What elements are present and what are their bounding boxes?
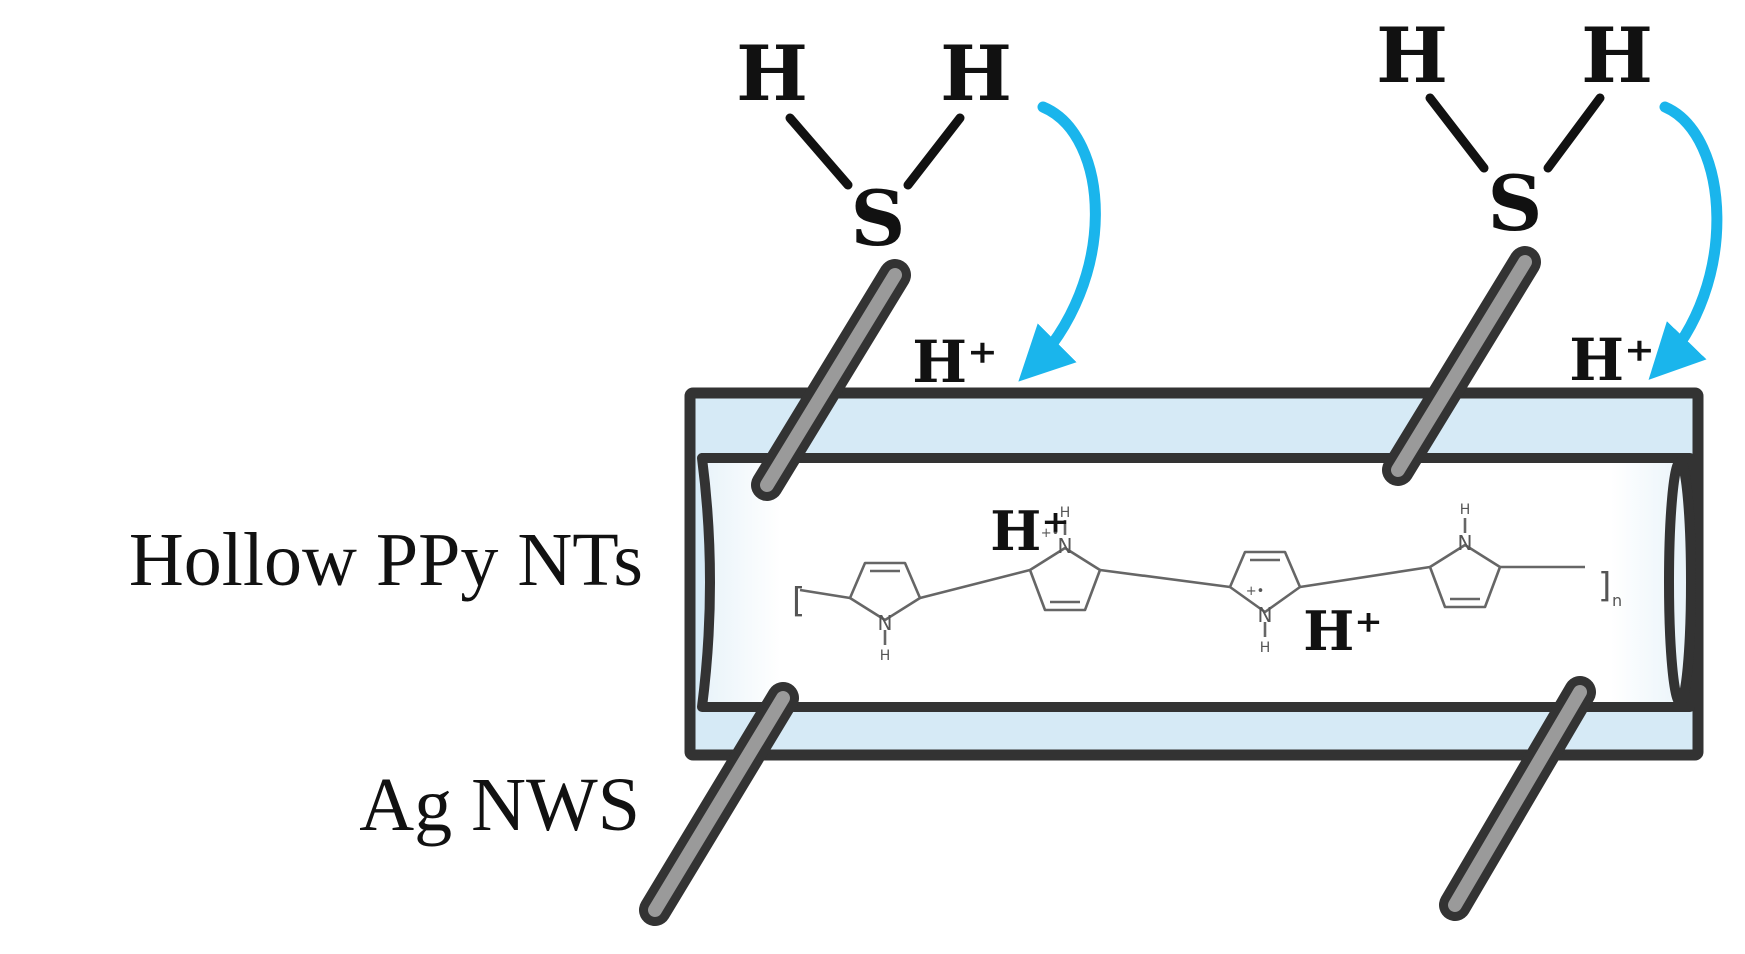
nitrogen-atom: N: [878, 611, 893, 635]
ag-nanowire: [1382, 246, 1541, 486]
hydrogen-atom-small: H: [880, 648, 891, 664]
hydrogen-atom-small: H: [1060, 505, 1071, 521]
h2s-molecule: H H S: [736, 29, 1012, 263]
polymer-bracket-open: [: [792, 581, 805, 621]
ag-nanowire: [639, 682, 799, 926]
polymer-bracket-close: ]: [1598, 566, 1611, 606]
hydrogen-atom-small: H: [1260, 640, 1271, 656]
pyrrole-ring: [1428, 543, 1502, 609]
hollow-ppy-nts-label: Hollow PPy NTs: [129, 518, 643, 602]
sulfur-atom: S: [851, 174, 906, 263]
proton-label: H⁺: [912, 328, 997, 396]
pyrrole-ring: [1228, 550, 1302, 614]
hydrogen-atom: H: [736, 29, 808, 118]
radical-cation-mark: +•: [1246, 584, 1265, 599]
ag-nws-label: Ag NWS: [359, 763, 640, 847]
hydrogen-atom: H: [1376, 11, 1448, 100]
proton-label: H⁺: [990, 499, 1070, 563]
proton-release-arrow: [1018, 101, 1101, 382]
pyrrole-ring: [848, 561, 922, 622]
nitrogen-atom: N: [1258, 603, 1273, 627]
nitrogen-atom: N: [1458, 531, 1473, 555]
hydrogen-atom-small: H: [1460, 502, 1471, 518]
h-s-bond: [1425, 93, 1489, 173]
ag-nanowires: [639, 246, 1596, 926]
nitrogen-atom: N: [1058, 534, 1073, 558]
nanotube-end-opening: [1664, 457, 1696, 707]
hydrogen-atom: H: [1581, 11, 1653, 100]
hollow-ppy-nanotube: [684, 387, 1704, 761]
h-s-bond: [785, 113, 853, 190]
ag-nanowire: [1439, 676, 1596, 921]
proton-label: H⁺: [1569, 326, 1654, 394]
proton-label: H⁺: [1303, 599, 1383, 663]
sulfur-atom: S: [1488, 159, 1543, 248]
h2s-molecule: H H S: [1376, 11, 1653, 248]
h-s-bond: [1543, 93, 1605, 173]
hydrogen-atom: H: [940, 29, 1012, 118]
pyrrole-ring: [1028, 546, 1102, 612]
polymer-repeat-subscript: n: [1612, 591, 1622, 610]
polypyrrole-chain: [799, 518, 1585, 645]
proton-release-arrow: [1648, 101, 1723, 380]
ag-nanowire: [751, 259, 911, 501]
h-s-bond: [903, 113, 965, 190]
radical-cation-mark: +•: [1041, 526, 1060, 541]
